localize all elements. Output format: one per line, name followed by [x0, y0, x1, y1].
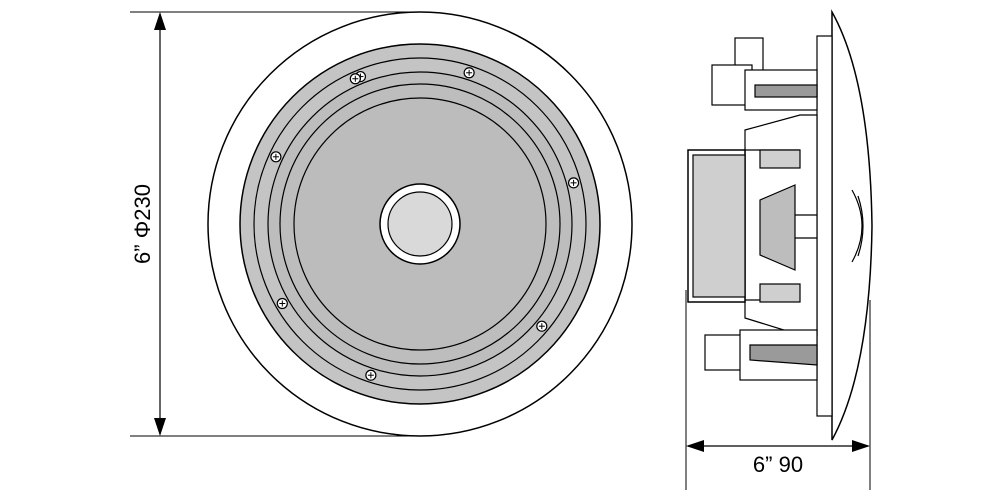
frame-inner-edge — [253, 57, 587, 391]
side-view — [685, 9, 873, 490]
side-dimension-label: 6” 90 — [753, 452, 803, 477]
surround-inner — [279, 83, 561, 365]
spider-upper — [759, 149, 801, 169]
side-cone — [759, 184, 796, 271]
bottom-clamp-thread — [749, 344, 818, 366]
dimension-arrow-up-icon — [154, 12, 166, 30]
front-dimension-label: 6” Φ230 — [130, 184, 155, 264]
side-bezel-bump-outer — [851, 189, 863, 263]
side-bezel — [831, 9, 873, 441]
spider-lower — [759, 283, 801, 303]
dimension-arrow-right-icon — [852, 440, 870, 452]
top-clamp-thread — [754, 84, 818, 98]
dimension-arrow-left-icon — [686, 440, 704, 452]
side-baffle — [816, 35, 833, 417]
dimension-arrow-down-icon — [154, 418, 166, 436]
dust-cap — [387, 191, 453, 257]
side-magnet — [692, 154, 746, 298]
side-bezel-bump — [857, 195, 864, 257]
bottom-clamp-arm — [704, 334, 746, 371]
mounting-screws — [270, 67, 580, 381]
front-view — [130, 11, 633, 437]
